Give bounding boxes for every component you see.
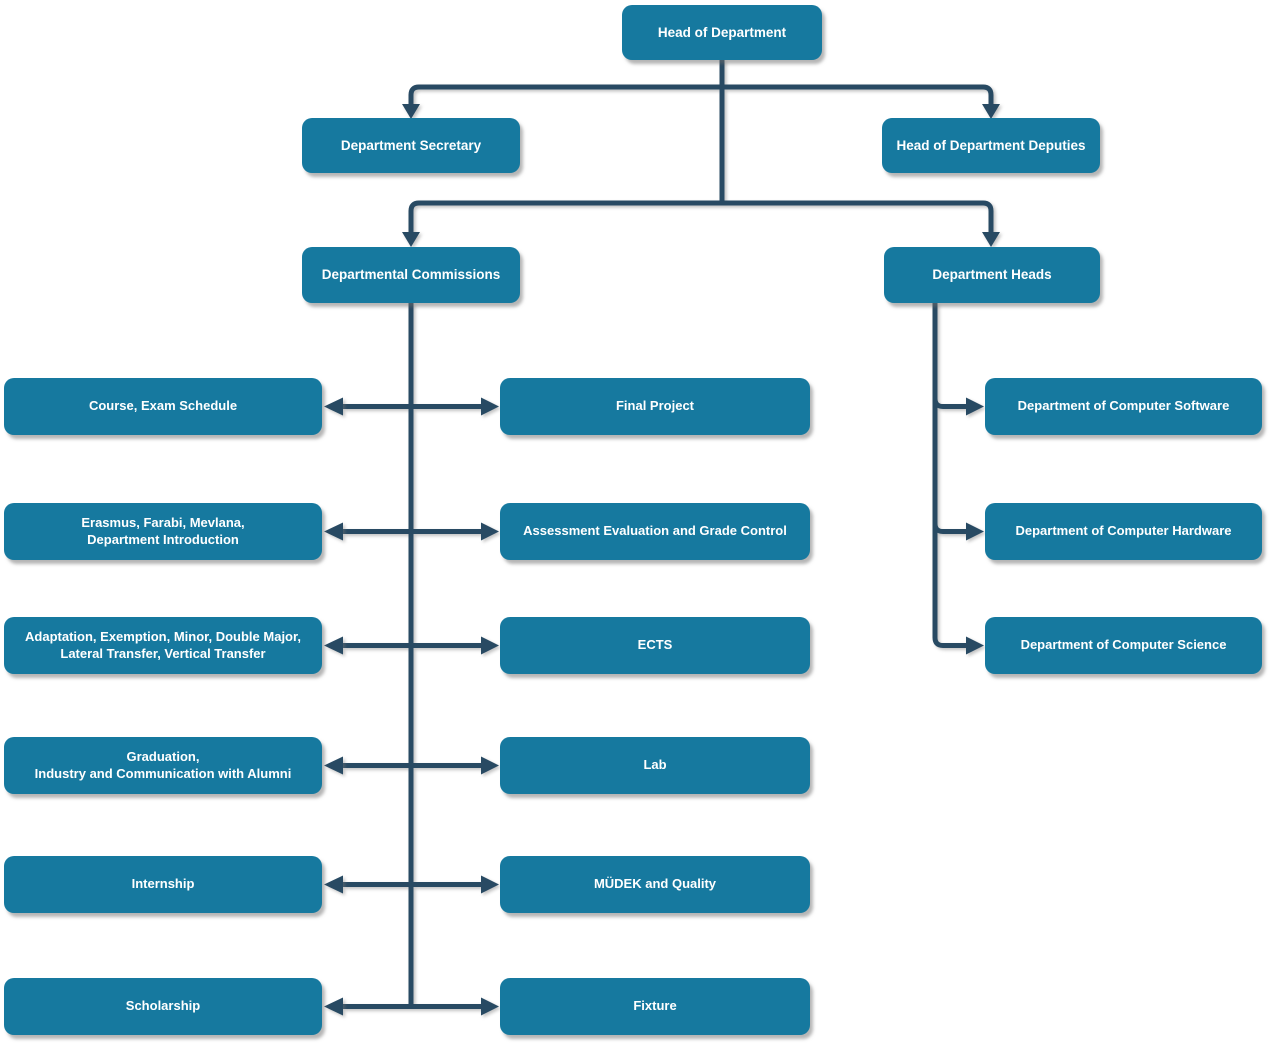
node-label: Adaptation, Exemption, Minor, Double Maj…: [25, 628, 301, 661]
node-label: Departmental Commissions: [321, 267, 501, 283]
node-label: Graduation, Industry and Communication w…: [34, 748, 292, 781]
node-label: Scholarship: [125, 998, 201, 1014]
node-final-project: Final Project: [500, 378, 810, 435]
node-mudek-and-quality: MÜDEK and Quality: [500, 856, 810, 913]
node-department-computer-software: Department of Computer Software: [985, 378, 1262, 435]
node-label: Fixture: [633, 998, 677, 1014]
node-label: Course, Exam Schedule: [88, 398, 238, 414]
node-internship: Internship: [4, 856, 322, 913]
node-label: Final Project: [615, 398, 695, 414]
node-label: Head of Department Deputies: [896, 137, 1086, 153]
node-lab: Lab: [500, 737, 810, 794]
node-label: Erasmus, Farabi, Mevlana, Department Int…: [81, 514, 245, 547]
node-head-of-department: Head of Department: [622, 5, 822, 60]
node-assessment-evaluation-grade-control: Assessment Evaluation and Grade Control: [500, 503, 810, 560]
node-label: Department Heads: [932, 267, 1052, 283]
node-departmental-commissions: Departmental Commissions: [302, 247, 520, 303]
node-label: ECTS: [637, 637, 673, 653]
node-department-heads: Department Heads: [884, 247, 1100, 303]
node-adaptation-exemption: Adaptation, Exemption, Minor, Double Maj…: [4, 617, 322, 674]
node-label: Department of Computer Hardware: [1015, 523, 1232, 539]
node-label: Department Secretary: [340, 137, 482, 153]
node-course-exam-schedule: Course, Exam Schedule: [4, 378, 322, 435]
arrowheads: [324, 104, 1000, 1016]
node-fixture: Fixture: [500, 978, 810, 1035]
node-label: MÜDEK and Quality: [593, 876, 717, 892]
node-department-computer-science: Department of Computer Science: [985, 617, 1262, 674]
node-department-secretary: Department Secretary: [302, 118, 520, 173]
node-label: Department of Computer Software: [1017, 398, 1230, 414]
node-ects: ECTS: [500, 617, 810, 674]
node-label: Department of Computer Science: [1020, 637, 1227, 653]
node-label: Assessment Evaluation and Grade Control: [523, 523, 787, 539]
node-department-computer-hardware: Department of Computer Hardware: [985, 503, 1262, 560]
node-head-of-department-deputies: Head of Department Deputies: [882, 118, 1100, 173]
node-erasmus-farabi-mevlana: Erasmus, Farabi, Mevlana, Department Int…: [4, 503, 322, 560]
node-label: Internship: [131, 876, 195, 892]
node-label: Head of Department: [657, 24, 787, 40]
node-graduation-industry-alumni: Graduation, Industry and Communication w…: [4, 737, 322, 794]
node-label: Lab: [643, 757, 667, 773]
connector-paths: [343, 60, 994, 1009]
node-scholarship: Scholarship: [4, 978, 322, 1035]
